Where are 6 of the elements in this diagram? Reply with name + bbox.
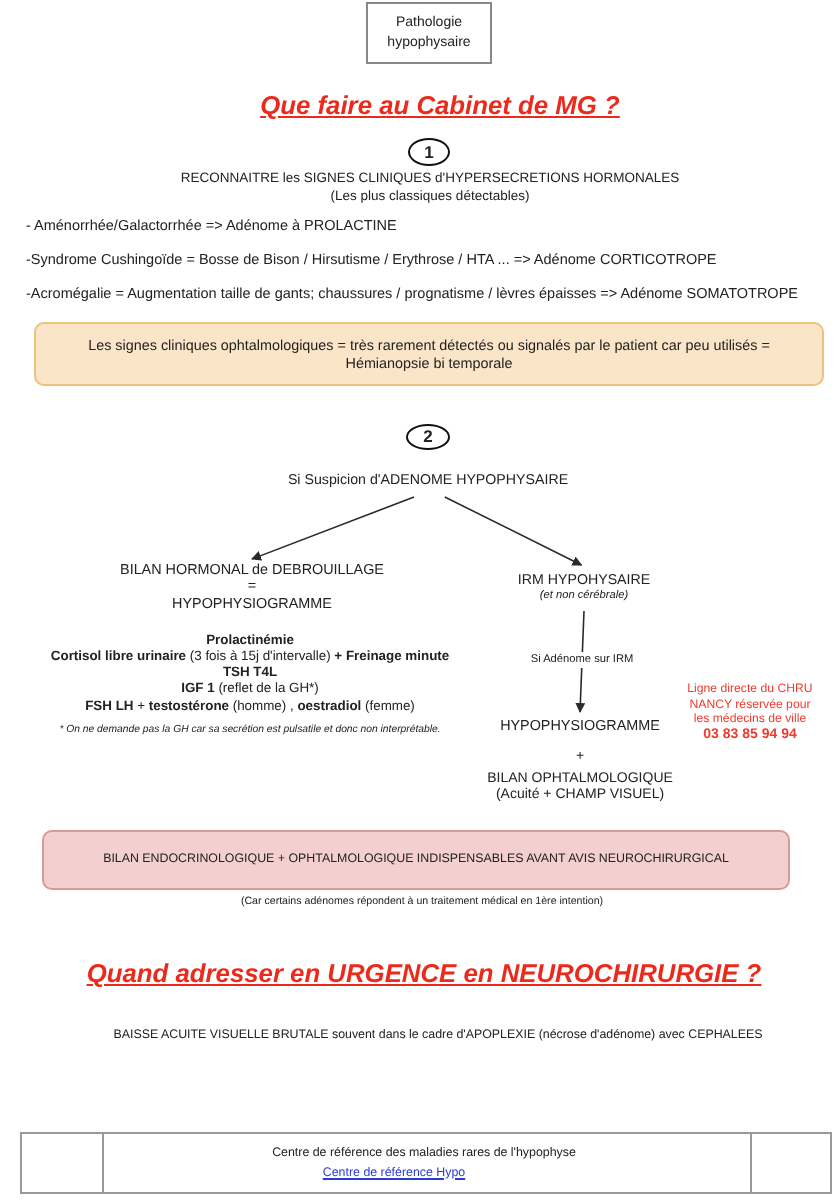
page-title: Que faire au Cabinet de MG ? (260, 90, 620, 121)
arrow (444, 496, 583, 566)
step-number-circle: 1 (408, 138, 450, 166)
arrow (251, 496, 415, 561)
section-heading: Quand adresser en URGENCE en NEUROCHIRURGIE ? (86, 958, 762, 989)
step-number-circle: 2 (406, 424, 450, 450)
